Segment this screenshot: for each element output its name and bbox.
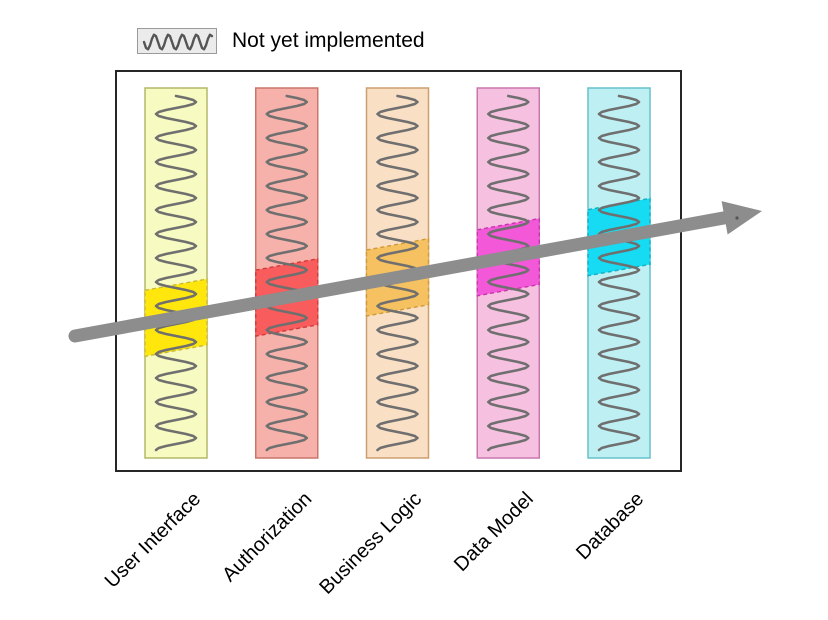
layer-label-authorization: Authorization (218, 488, 317, 587)
dot (735, 216, 739, 220)
layer-label-user-interface: User Interface (101, 488, 206, 593)
legend-squiggle (142, 33, 214, 51)
squiggle-swatch-icon (137, 28, 217, 54)
layer-label-business-logic: Business Logic (315, 488, 427, 599)
layers-box (115, 70, 682, 472)
legend: Not yet implemented (137, 28, 425, 54)
layer-label-data-model: Data Model (449, 488, 538, 576)
layer-label-database: Database (572, 488, 649, 565)
slice-arrow-head (721, 201, 762, 235)
legend-label: Not yet implemented (232, 29, 425, 52)
